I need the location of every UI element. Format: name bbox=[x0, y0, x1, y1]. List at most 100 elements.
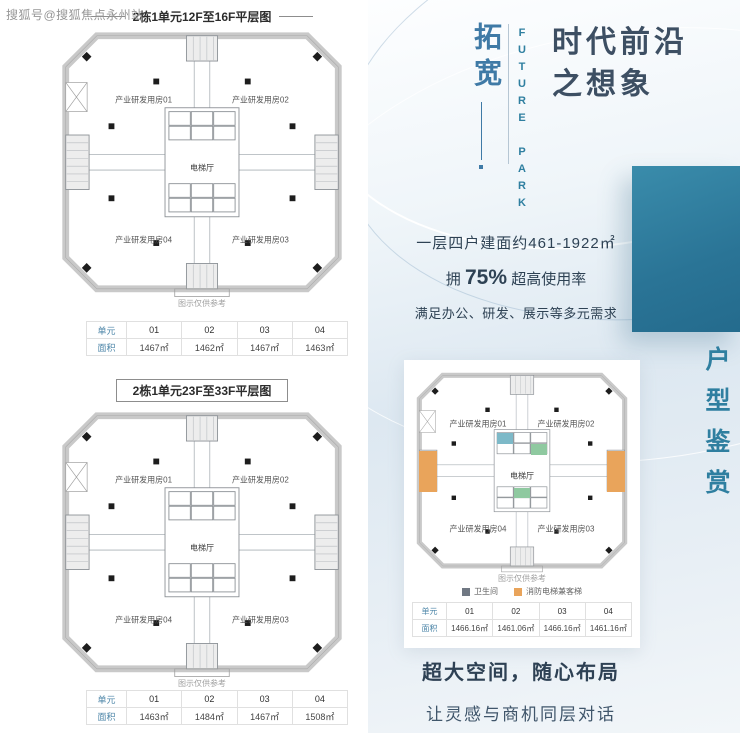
plan1-room-03: 产业研发用房03 bbox=[231, 235, 289, 245]
unit-cell: 02 bbox=[492, 602, 540, 620]
intro-line2-prefix: 拥 bbox=[445, 271, 461, 288]
intro-line1: 一层四户建面约461-1922㎡ bbox=[416, 235, 616, 252]
unit-row-label: 单元 bbox=[412, 602, 447, 620]
unit-cell: 03 bbox=[236, 321, 293, 339]
plan3-room-02: 产业研发用房02 bbox=[537, 419, 595, 429]
intro-text-block: 一层四户建面约461-1922㎡ 拥 75% 超高使用率 满足办公、研发、展示等… bbox=[402, 232, 630, 322]
unit-cell: 01 bbox=[445, 602, 494, 620]
area-cell: 1467㎡ bbox=[236, 338, 293, 356]
plan1-room-04: 产业研发用房04 bbox=[115, 235, 173, 245]
area-cell: 1462㎡ bbox=[181, 338, 238, 356]
highlight-core-cell bbox=[497, 432, 514, 444]
watermark: 搜狐号@搜狐焦点永州站 bbox=[6, 8, 144, 22]
plan2-title: 2栋1单元23F至33F平层图 bbox=[58, 379, 346, 402]
unit-row: 单元 01 02 03 04 bbox=[86, 321, 349, 339]
unit-cell: 02 bbox=[181, 690, 238, 708]
teal-accent-block bbox=[632, 166, 740, 332]
area-row-label: 面积 bbox=[86, 707, 127, 725]
area-row-label: 面积 bbox=[412, 619, 447, 637]
plan2-room-02: 产业研发用房02 bbox=[231, 475, 289, 485]
area-cell: 1484㎡ bbox=[181, 707, 238, 725]
unit-cell: 04 bbox=[584, 602, 633, 620]
unit-cell: 03 bbox=[236, 690, 293, 708]
intro-line2: 拥 75% 超高使用率 bbox=[402, 266, 630, 290]
plan2-floorplan: 产业研发用房01 产业研发用房02 产业研发用房04 产业研发用房03 电梯厅 … bbox=[56, 406, 348, 688]
unit-cell: 02 bbox=[181, 321, 238, 339]
headline-line1: 时代前沿 bbox=[552, 26, 688, 59]
plan3-room-04: 产业研发用房04 bbox=[449, 524, 507, 534]
outro-line2: 让灵感与商机同层对话 bbox=[426, 705, 616, 724]
plan3-caption: 图示仅供参考 bbox=[498, 574, 546, 583]
title-line-left bbox=[90, 16, 125, 17]
plan1-floorplan: 产业研发用房01 产业研发用房02 产业研发用房04 产业研发用房03 电梯厅 … bbox=[56, 26, 348, 308]
unit-cell: 03 bbox=[538, 602, 586, 620]
outro-text-block: 超大空间，随心布局 让灵感与商机同层对话 bbox=[392, 656, 650, 725]
highlight-core-cell bbox=[530, 444, 548, 455]
plan1-room-01: 产业研发用房01 bbox=[115, 95, 173, 105]
area-cell: 1466.16㎡ bbox=[538, 619, 586, 637]
plan2-room-01: 产业研发用房01 bbox=[115, 475, 173, 485]
area-cell: 1466.16㎡ bbox=[445, 619, 494, 637]
plan1-room-02: 产业研发用房02 bbox=[231, 95, 289, 105]
plan1-caption: 图示仅供参考 bbox=[178, 299, 226, 308]
outro-line1: 超大空间，随心布局 bbox=[422, 662, 620, 684]
plan3-floorplan: 产业研发用房01 产业研发用房02 产业研发用房04 产业研发用房03 电梯厅 … bbox=[412, 368, 632, 583]
unit-row-label: 单元 bbox=[86, 321, 127, 339]
headline-line2: 之想象 bbox=[552, 68, 654, 101]
plan3-elevator-hall-label: 电梯厅 bbox=[510, 471, 534, 481]
legend-label: 卫生间 bbox=[474, 587, 498, 596]
legend-item-fire-elevator: 消防电梯兼客梯 bbox=[514, 586, 582, 597]
plan2-room-03: 产业研发用房03 bbox=[231, 615, 289, 625]
plan1-title: 2栋1单元12F至16F平层图 bbox=[58, 8, 346, 25]
plan3-card: 产业研发用房01 产业研发用房02 产业研发用房04 产业研发用房03 电梯厅 … bbox=[404, 360, 640, 648]
plan2-title-text: 2栋1单元23F至33F平层图 bbox=[115, 379, 289, 402]
area-cell: 1463㎡ bbox=[125, 707, 183, 725]
plan1-area-table: 单元 01 02 03 04 面积 1467㎡ 1462㎡ 1467㎡ 1463… bbox=[86, 321, 349, 356]
plan3-room-01: 产业研发用房01 bbox=[449, 419, 507, 429]
plan3-legend: 卫生间 消防电梯兼客梯 bbox=[404, 586, 640, 597]
headline: 时代前沿 之想象 bbox=[552, 22, 688, 106]
plan1-title-text: 2栋1单元12F至16F平层图 bbox=[132, 10, 272, 24]
unit-cell: 01 bbox=[125, 690, 183, 708]
washroom-swatch-icon bbox=[462, 587, 470, 596]
area-cell: 1508㎡ bbox=[291, 707, 349, 725]
brand-slogan-vertical: 拓宽 bbox=[470, 22, 501, 94]
plan1-elevator-hall-label: 电梯厅 bbox=[190, 163, 214, 173]
highlight-freight-elevator-left bbox=[419, 450, 437, 493]
plan2-elevator-hall-label: 电梯厅 bbox=[190, 543, 214, 553]
legend-item-washroom: 卫生间 bbox=[462, 586, 498, 597]
plan3-area-table: 单元 01 02 03 04 面积 1466.16㎡ 1461.06㎡ 1466… bbox=[412, 602, 633, 637]
title-line-right bbox=[279, 16, 314, 17]
unit-row: 单元 01 02 03 04 bbox=[86, 690, 349, 708]
area-row: 面积 1466.16㎡ 1461.06㎡ 1466.16㎡ 1461.16㎡ bbox=[412, 619, 633, 637]
unit-row: 单元 01 02 03 04 bbox=[412, 602, 633, 620]
area-cell: 1463㎡ bbox=[291, 338, 349, 356]
unit-row-label: 单元 bbox=[86, 690, 127, 708]
brand-divider-line bbox=[508, 24, 509, 164]
plan2-room-04: 产业研发用房04 bbox=[115, 615, 173, 625]
area-row: 面积 1467㎡ 1462㎡ 1467㎡ 1463㎡ bbox=[86, 338, 349, 356]
area-cell: 1467㎡ bbox=[125, 338, 183, 356]
area-row: 面积 1463㎡ 1484㎡ 1467㎡ 1508㎡ bbox=[86, 707, 349, 725]
area-cell: 1467㎡ bbox=[236, 707, 293, 725]
legend-label: 消防电梯兼客梯 bbox=[526, 587, 582, 596]
unit-cell: 04 bbox=[291, 690, 349, 708]
slogan-tail-line bbox=[481, 102, 482, 160]
area-cell: 1461.06㎡ bbox=[492, 619, 540, 637]
slogan-seal-dot bbox=[479, 165, 483, 169]
highlight-freight-elevator-right bbox=[607, 450, 625, 493]
unit-cell: 04 bbox=[291, 321, 349, 339]
brand-name-vertical: FUTURE PARK bbox=[516, 27, 528, 214]
fire-elevator-swatch-icon bbox=[514, 587, 522, 596]
intro-line2-suffix: 超高使用率 bbox=[511, 271, 587, 288]
area-cell: 1461.16㎡ bbox=[584, 619, 633, 637]
plan2-area-table: 单元 01 02 03 04 面积 1463㎡ 1484㎡ 1467㎡ 1508… bbox=[86, 690, 349, 725]
intro-line2-value: 75% bbox=[464, 266, 508, 289]
highlight-core-cell bbox=[513, 487, 531, 499]
plan2-caption: 图示仅供参考 bbox=[178, 679, 226, 688]
section-title-vertical: 户型鉴赏 bbox=[702, 346, 729, 510]
plan3-room-03: 产业研发用房03 bbox=[537, 524, 595, 534]
intro-line3: 满足办公、研发、展示等多元需求 bbox=[414, 306, 618, 321]
unit-cell: 01 bbox=[125, 321, 183, 339]
